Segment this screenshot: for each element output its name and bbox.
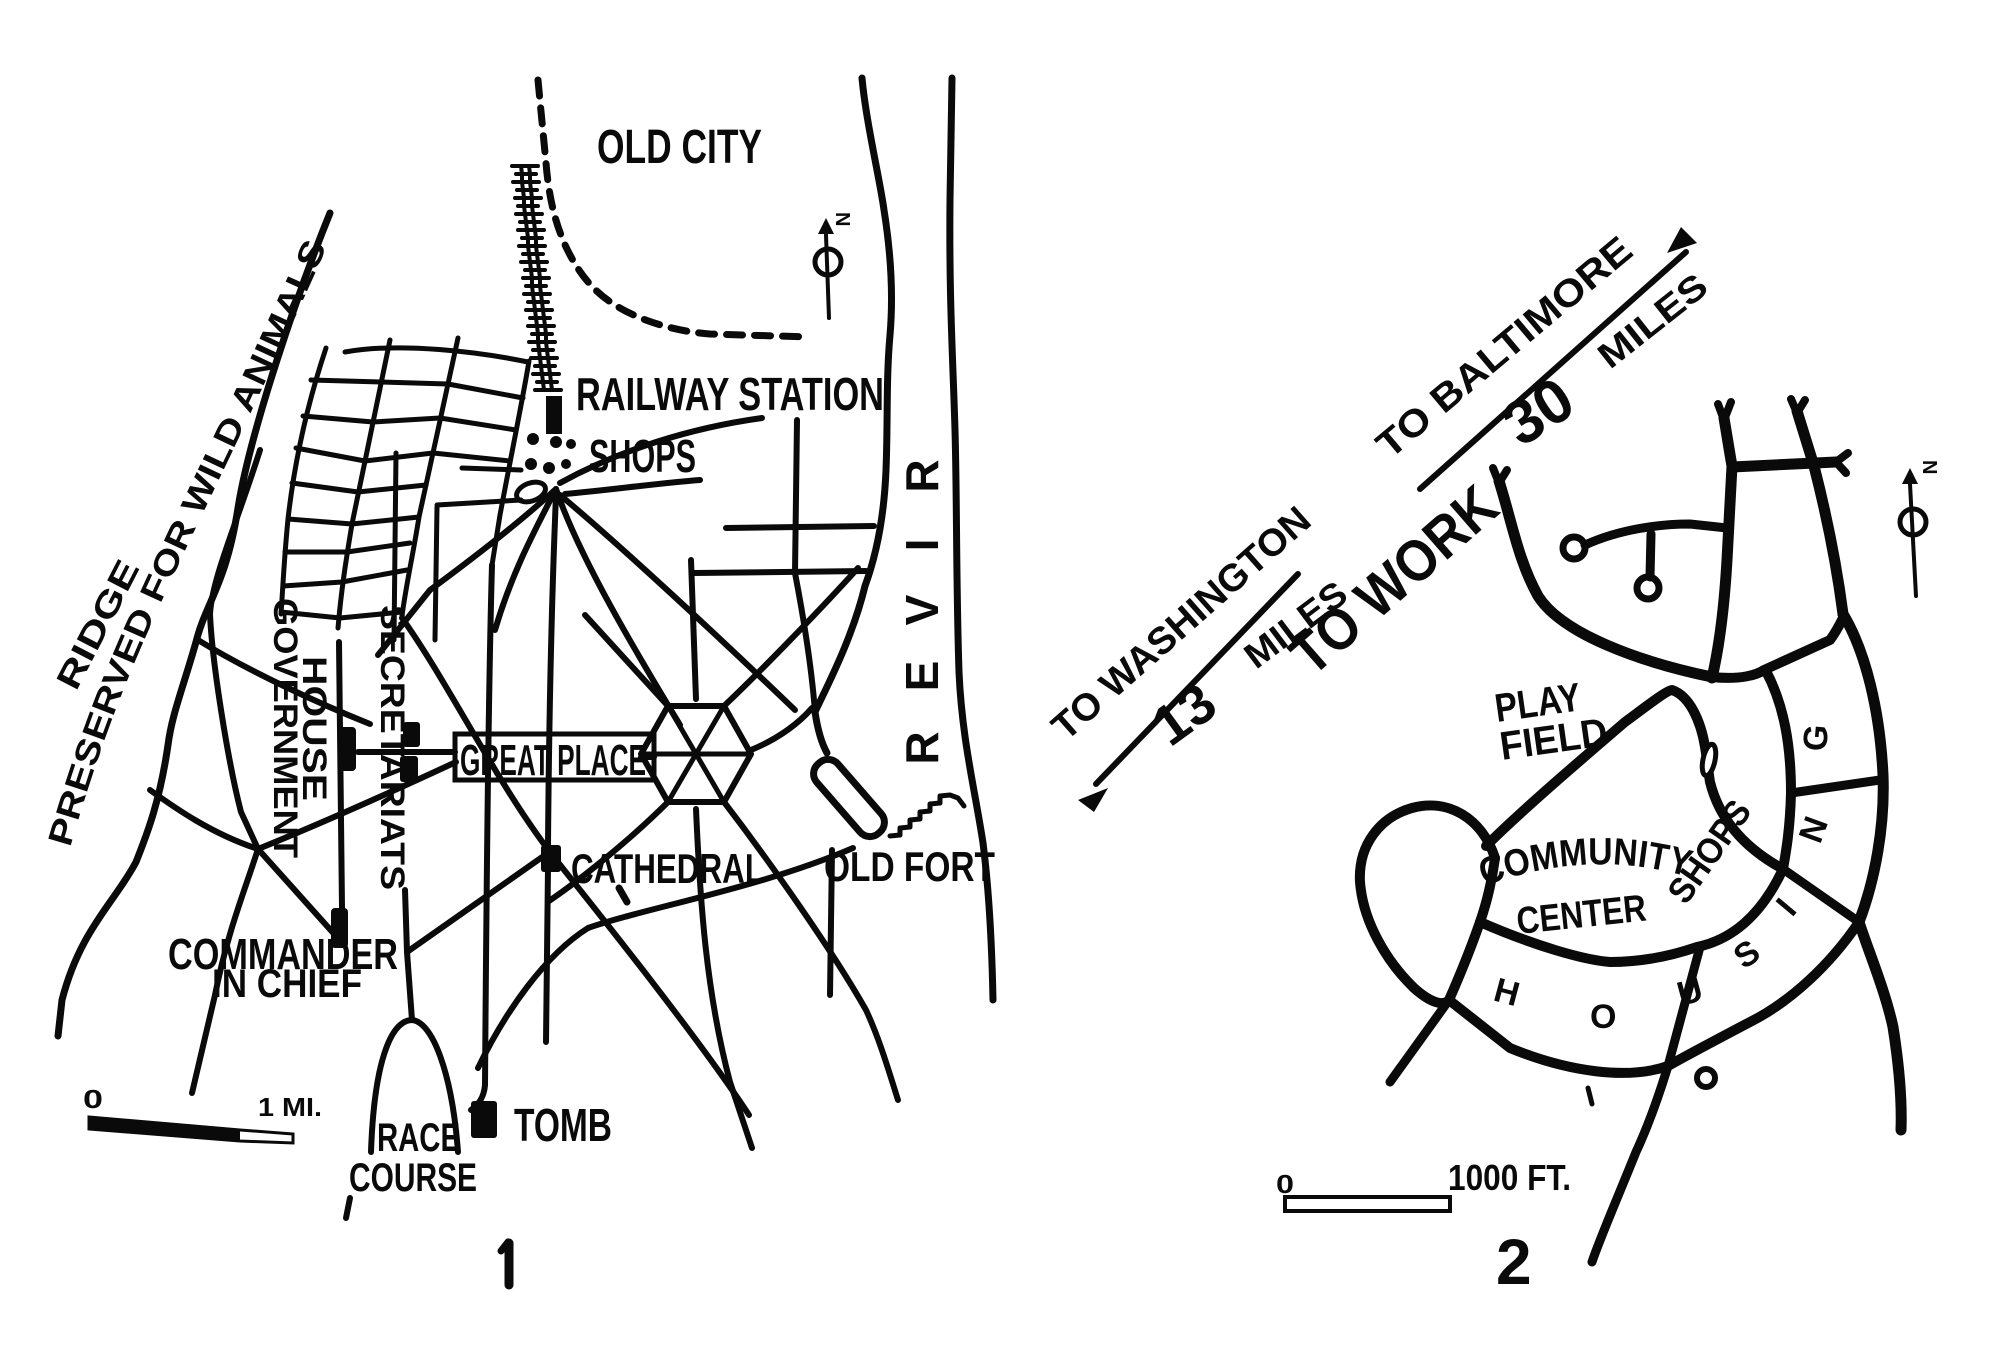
svg-text:GREAT PLACE: GREAT PLACE xyxy=(460,736,646,785)
svg-text:COURSE: COURSE xyxy=(349,1156,477,1200)
svg-text:V: V xyxy=(896,594,948,625)
svg-text:N: N xyxy=(831,212,853,226)
svg-text:OLD FORT: OLD FORT xyxy=(824,843,995,890)
svg-text:IN CHIEF: IN CHIEF xyxy=(212,962,362,1006)
svg-text:HOUSE: HOUSE xyxy=(295,656,333,801)
svg-text:0: 0 xyxy=(1276,1169,1294,1199)
svg-text:GOVERNMENT: GOVERNMENT xyxy=(266,598,304,858)
svg-text:E: E xyxy=(896,661,948,692)
svg-text:RACE: RACE xyxy=(377,1116,460,1160)
svg-text:SHOPS: SHOPS xyxy=(589,430,696,482)
svg-text:1 MI.: 1 MI. xyxy=(258,1092,322,1122)
svg-text:2: 2 xyxy=(1496,1226,1532,1298)
svg-text:0: 0 xyxy=(83,1084,103,1114)
svg-text:OLD CITY: OLD CITY xyxy=(597,121,762,174)
svg-text:R: R xyxy=(896,731,948,764)
svg-text:N: N xyxy=(1918,460,1940,474)
svg-text:CATHEDRAL: CATHEDRAL xyxy=(571,845,764,892)
svg-text:1000 FT.: 1000 FT. xyxy=(1448,1157,1571,1198)
svg-text:I: I xyxy=(896,539,948,552)
svg-text:COMMANDER: COMMANDER xyxy=(168,930,398,979)
svg-text:SECRETARIATS: SECRETARIATS xyxy=(373,605,411,890)
svg-text:R: R xyxy=(896,459,948,492)
svg-text:O: O xyxy=(1590,998,1616,1036)
svg-text:G: G xyxy=(1796,723,1836,753)
svg-text:TOMB: TOMB xyxy=(514,1099,612,1151)
svg-text:RAILWAY STATION: RAILWAY STATION xyxy=(576,368,884,420)
